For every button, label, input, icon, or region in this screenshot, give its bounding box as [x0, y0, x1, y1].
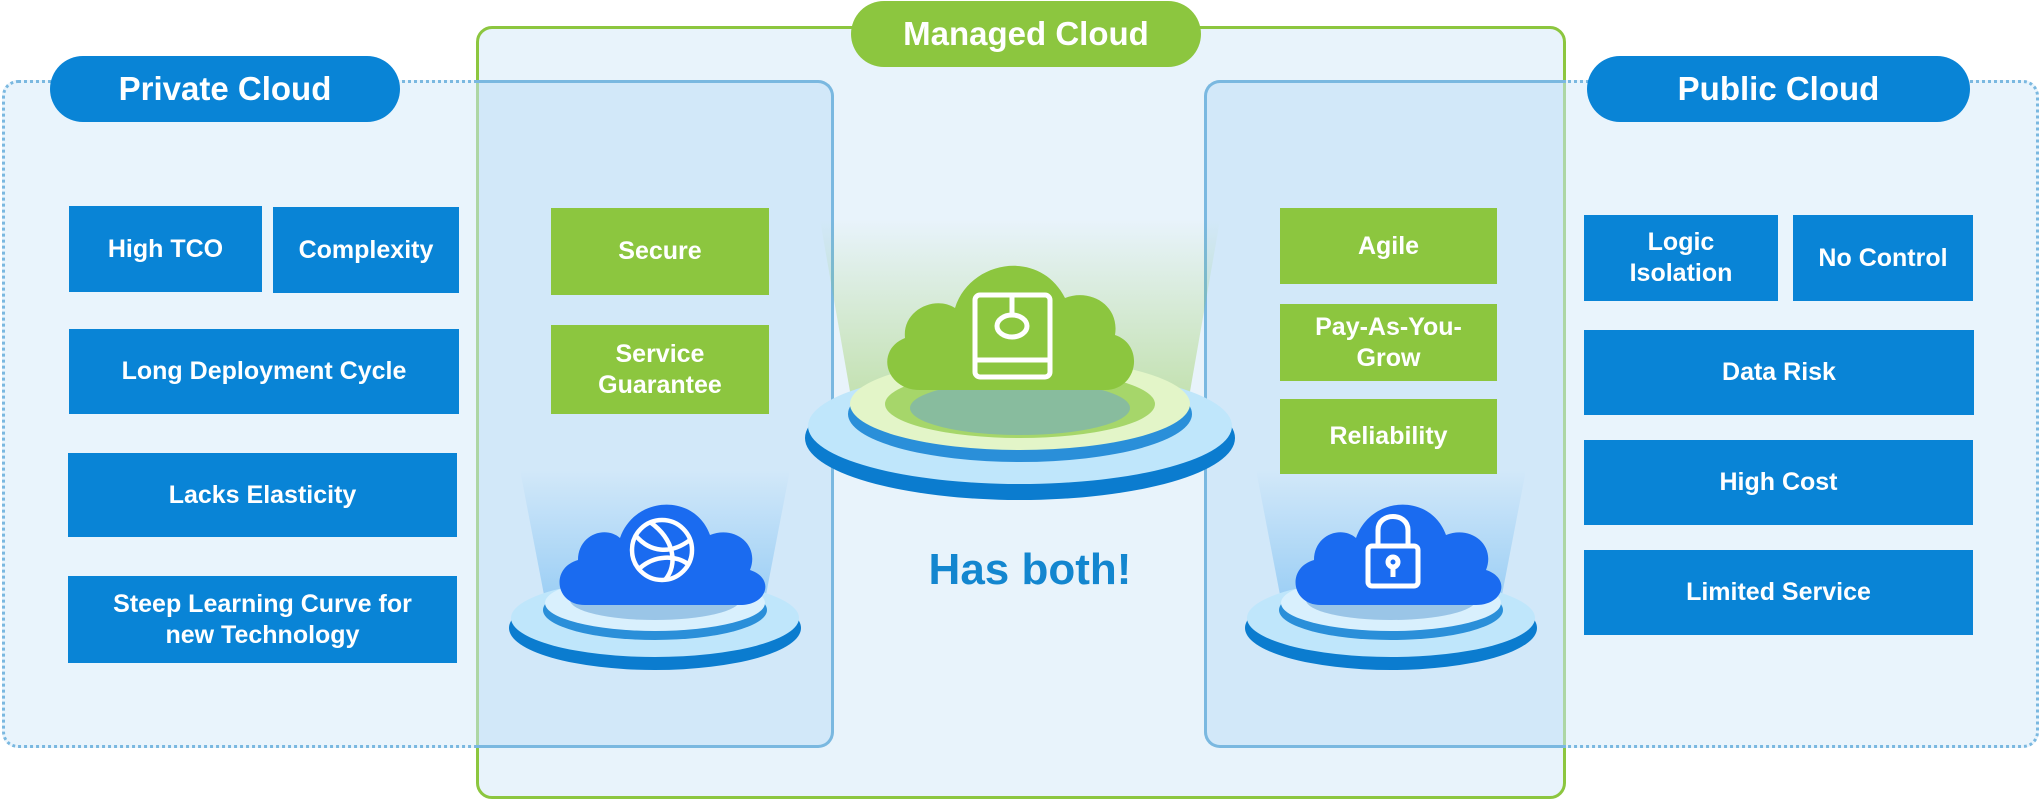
managed-item-service-guarantee: Service Guarantee: [551, 325, 769, 414]
public-item-data-risk: Data Risk: [1584, 330, 1974, 415]
private-item-complexity: Complexity: [273, 207, 459, 293]
storage-cloud-icon: [805, 220, 1235, 500]
has-both-callout: Has both!: [928, 545, 1132, 594]
managed-item-secure: Secure: [551, 208, 769, 295]
public-item-no-control: No Control: [1793, 215, 1973, 301]
managed-item-agile: Agile: [1280, 208, 1497, 284]
private-item-high-tco: High TCO: [69, 206, 262, 292]
lock-cloud-icon: [1245, 470, 1537, 670]
managed-item-pay-as-you-grow: Pay-As-You- Grow: [1280, 304, 1497, 381]
globe-cloud-icon: [509, 470, 801, 670]
private-item-long-deployment: Long Deployment Cycle: [69, 329, 459, 414]
managed-item-reliability: Reliability: [1280, 399, 1497, 474]
public-item-logic-isolation: Logic Isolation: [1584, 215, 1778, 301]
private-cloud-title: Private Cloud: [50, 56, 400, 122]
public-cloud-title: Public Cloud: [1587, 56, 1970, 122]
managed-cloud-title: Managed Cloud: [851, 1, 1201, 67]
public-item-limited-service: Limited Service: [1584, 550, 1973, 635]
public-item-high-cost: High Cost: [1584, 440, 1973, 525]
private-item-learning-curve: Steep Learning Curve for new Technology: [68, 576, 457, 663]
private-item-lacks-elasticity: Lacks Elasticity: [68, 453, 457, 537]
